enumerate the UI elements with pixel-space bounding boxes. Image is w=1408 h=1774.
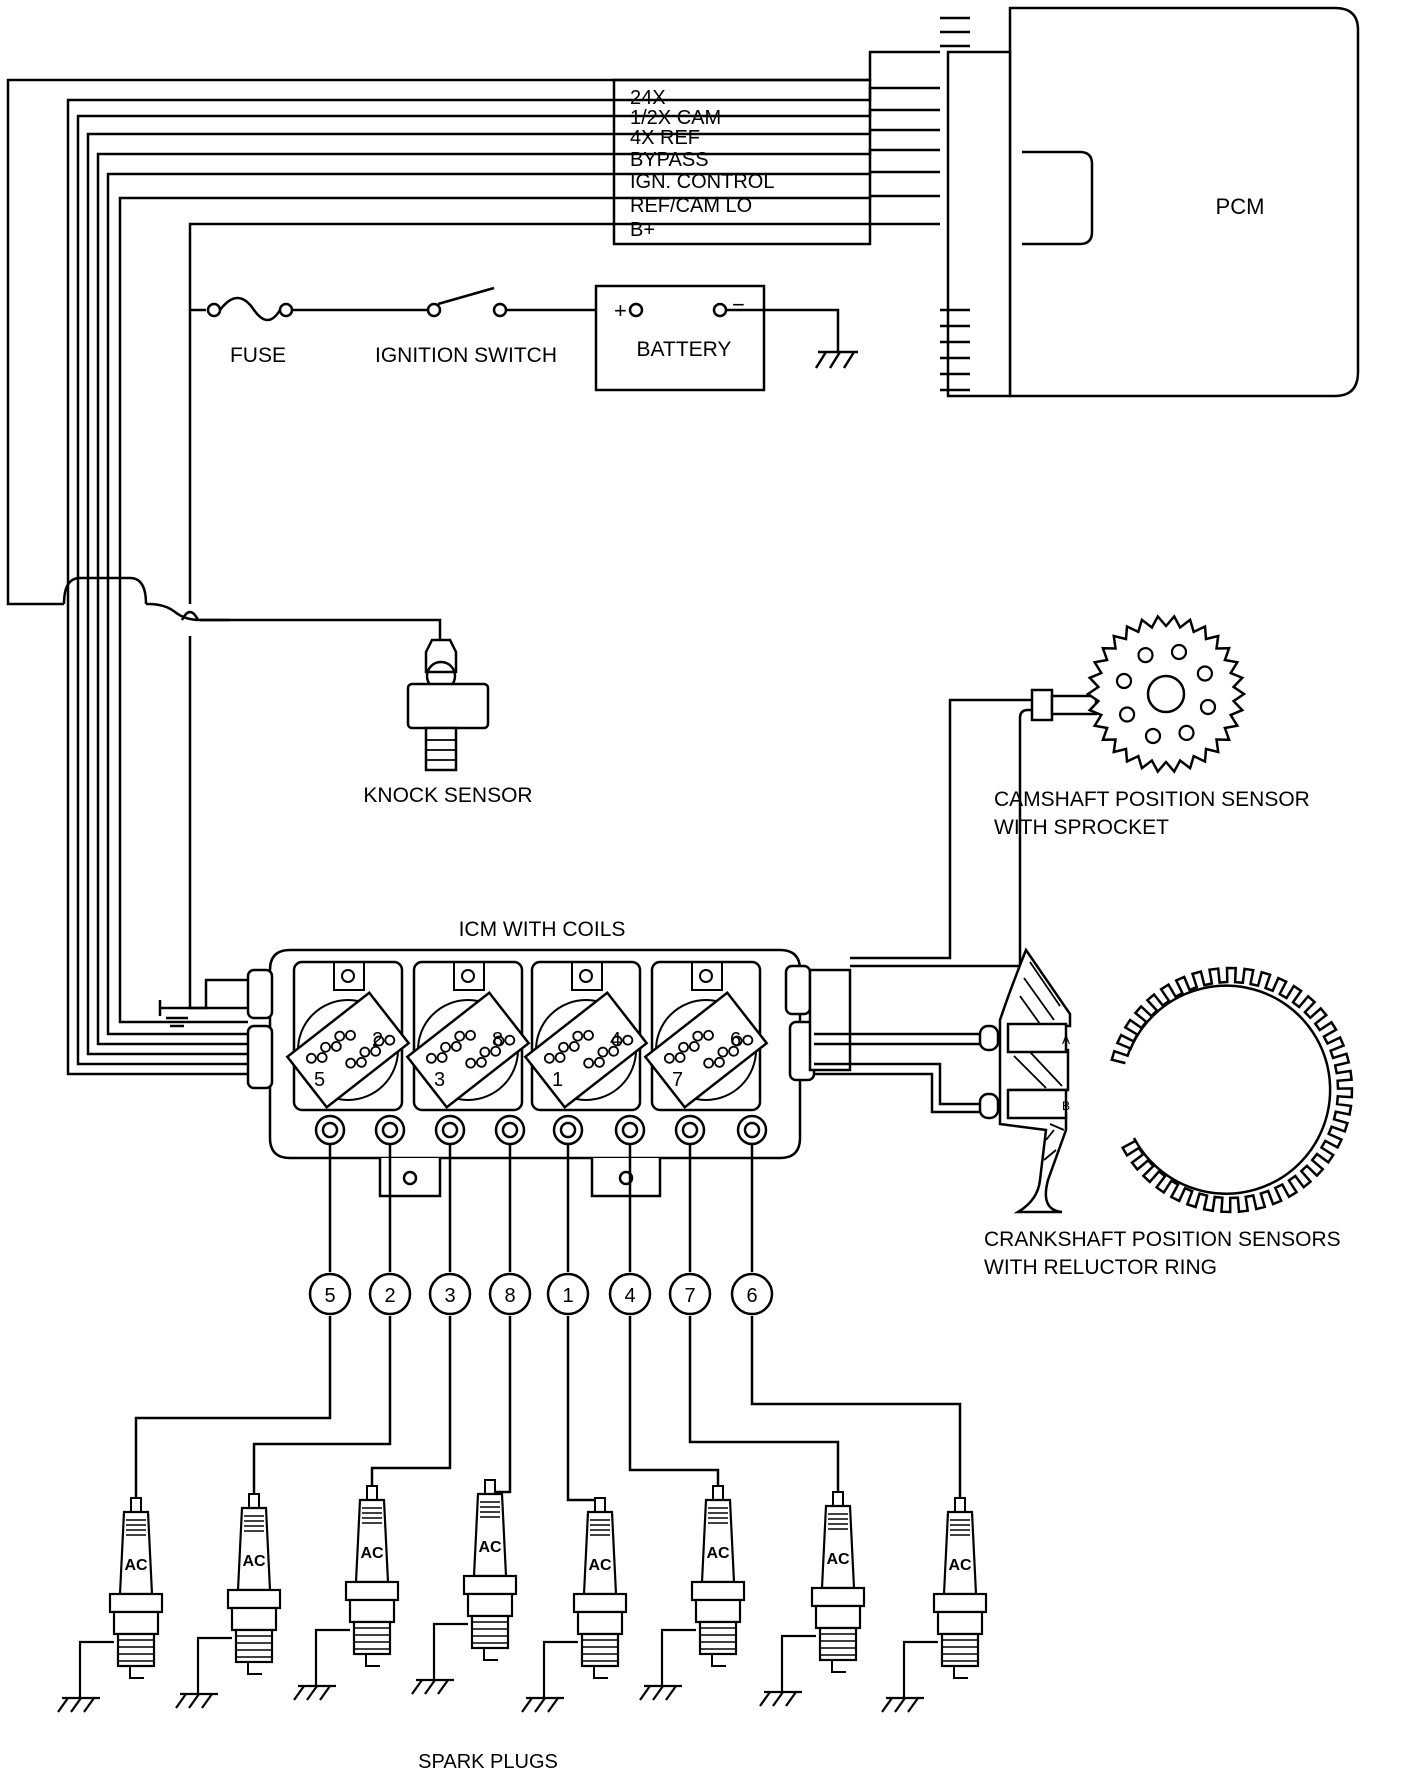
plug-brand: AC [360,1545,384,1562]
spark-plug: AC [521,1497,628,1713]
plug-brand: AC [478,1539,502,1556]
cylinder-number: 2 [384,1285,395,1307]
cylinder-number: 3 [444,1285,455,1307]
crank-sensor-label-2: WITH RELUCTOR RING [984,1256,1217,1279]
ground-icon [411,1678,454,1695]
cylinder-number: 5 [324,1285,335,1307]
coil-bottom-number: 7 [672,1069,683,1091]
coil-bottom-number: 3 [434,1069,445,1091]
plug-brand: AC [826,1551,850,1568]
crankshaft-sensor: A B CRANKSHAFT POSITION SENSORS WITH REL… [814,947,1354,1279]
reluctor-ring-icon [1110,966,1354,1214]
spark-plug: AC [293,1485,400,1701]
spark-plugs-label: SPARK PLUGS [418,1751,558,1773]
crank-sensor-a: A [1062,1033,1070,1047]
cam-sensor-label-2: WITH SPROCKET [994,816,1169,839]
signal-half-cam: 1/2X CAM [630,107,721,129]
cylinder-number: 4 [624,1285,635,1307]
ground-icon [759,1690,802,1707]
coil-2: 83 [405,960,531,1112]
cylinder-number: 1 [562,1285,573,1307]
signal-bypass: BYPASS [630,149,709,171]
pcm-connector-pins [940,16,970,392]
plug-brand: AC [588,1557,612,1574]
coil-3: 41 [523,960,649,1112]
coil-bottom-number: 5 [314,1069,325,1091]
camshaft-sensor: CAMSHAFT POSITION SENSOR WITH SPROCKET [850,614,1310,968]
cylinder-number: 7 [684,1285,695,1307]
cylinder-bubble [668,1272,712,1316]
cam-sensor-label-1: CAMSHAFT POSITION SENSOR [994,788,1310,811]
harness-wires [6,50,940,1076]
signal-4x-ref: 4X REF [630,127,700,149]
cylinder-bubble [608,1272,652,1316]
cylinder-bubble [428,1272,472,1316]
cylinder-bubble [730,1272,774,1316]
plug-wires: 5 2 3 8 1 4 7 6 [134,1114,962,1502]
ground-icon [175,1692,218,1709]
coil-top-number: 2 [372,1029,383,1051]
coil-bottom-number: 1 [552,1069,563,1091]
fuse-label: FUSE [230,344,286,367]
coil-top-number: 8 [492,1029,503,1051]
icm-label: ICM WITH COILS [459,918,626,941]
power-circuit: FUSE IGNITION SWITCH + − BATTERY [206,284,858,392]
plug-brand: AC [948,1557,972,1574]
spark-plug: AC [411,1479,518,1695]
battery [594,284,766,392]
cylinder-number: 8 [504,1285,515,1307]
ground-icon [293,1684,336,1701]
coil-top-number: 6 [730,1029,741,1051]
coil-top-number: 4 [610,1029,621,1051]
ground-icon [521,1696,564,1713]
cam-sprocket-icon [1085,614,1247,774]
plug-brand: AC [706,1545,730,1562]
pcm-label: PCM [1216,194,1265,219]
plug-brand: AC [242,1553,266,1570]
knock-sensor: KNOCK SENSOR [363,638,533,807]
signal-ref-cam-lo: REF/CAM LO [630,195,752,217]
ground-icon [881,1696,924,1713]
battery-minus: − [732,292,745,317]
spark-plug: AC [639,1485,746,1701]
battery-ground-icon [814,350,858,369]
spark-plug: AC [759,1491,866,1707]
crank-sensor-label-1: CRANKSHAFT POSITION SENSORS [984,1228,1341,1251]
knock-sensor-label: KNOCK SENSOR [363,784,532,807]
ground-icon [639,1684,682,1701]
plug-brand: AC [124,1557,148,1574]
battery-label: BATTERY [637,338,732,361]
signal-ign-control: IGN. CONTROL [630,171,774,193]
coil-4: 67 [643,960,769,1112]
spark-plug: AC [57,1497,164,1713]
cylinder-number: 6 [746,1285,757,1307]
spark-plugs: AC AC AC AC AC AC AC AC [57,1479,988,1713]
spark-plug: AC [175,1493,282,1709]
spark-plug: AC [881,1497,988,1713]
signal-b-plus: B+ [630,219,655,241]
cylinder-bubble [546,1272,590,1316]
signal-24x: 24X [630,87,666,109]
battery-plus: + [614,298,627,323]
cylinder-bubble [308,1272,352,1316]
ignition-switch-label: IGNITION SWITCH [375,344,557,367]
signal-list: 24X 1/2X CAM 4X REF BYPASS IGN. CONTROL … [612,78,872,246]
cylinder-bubble [368,1272,412,1316]
ground-icon [57,1696,100,1713]
cylinder-bubble [488,1272,532,1316]
pcm: PCM [940,6,1360,398]
coil-1: 25 [285,960,411,1112]
crank-sensor-b: B [1062,1099,1070,1113]
